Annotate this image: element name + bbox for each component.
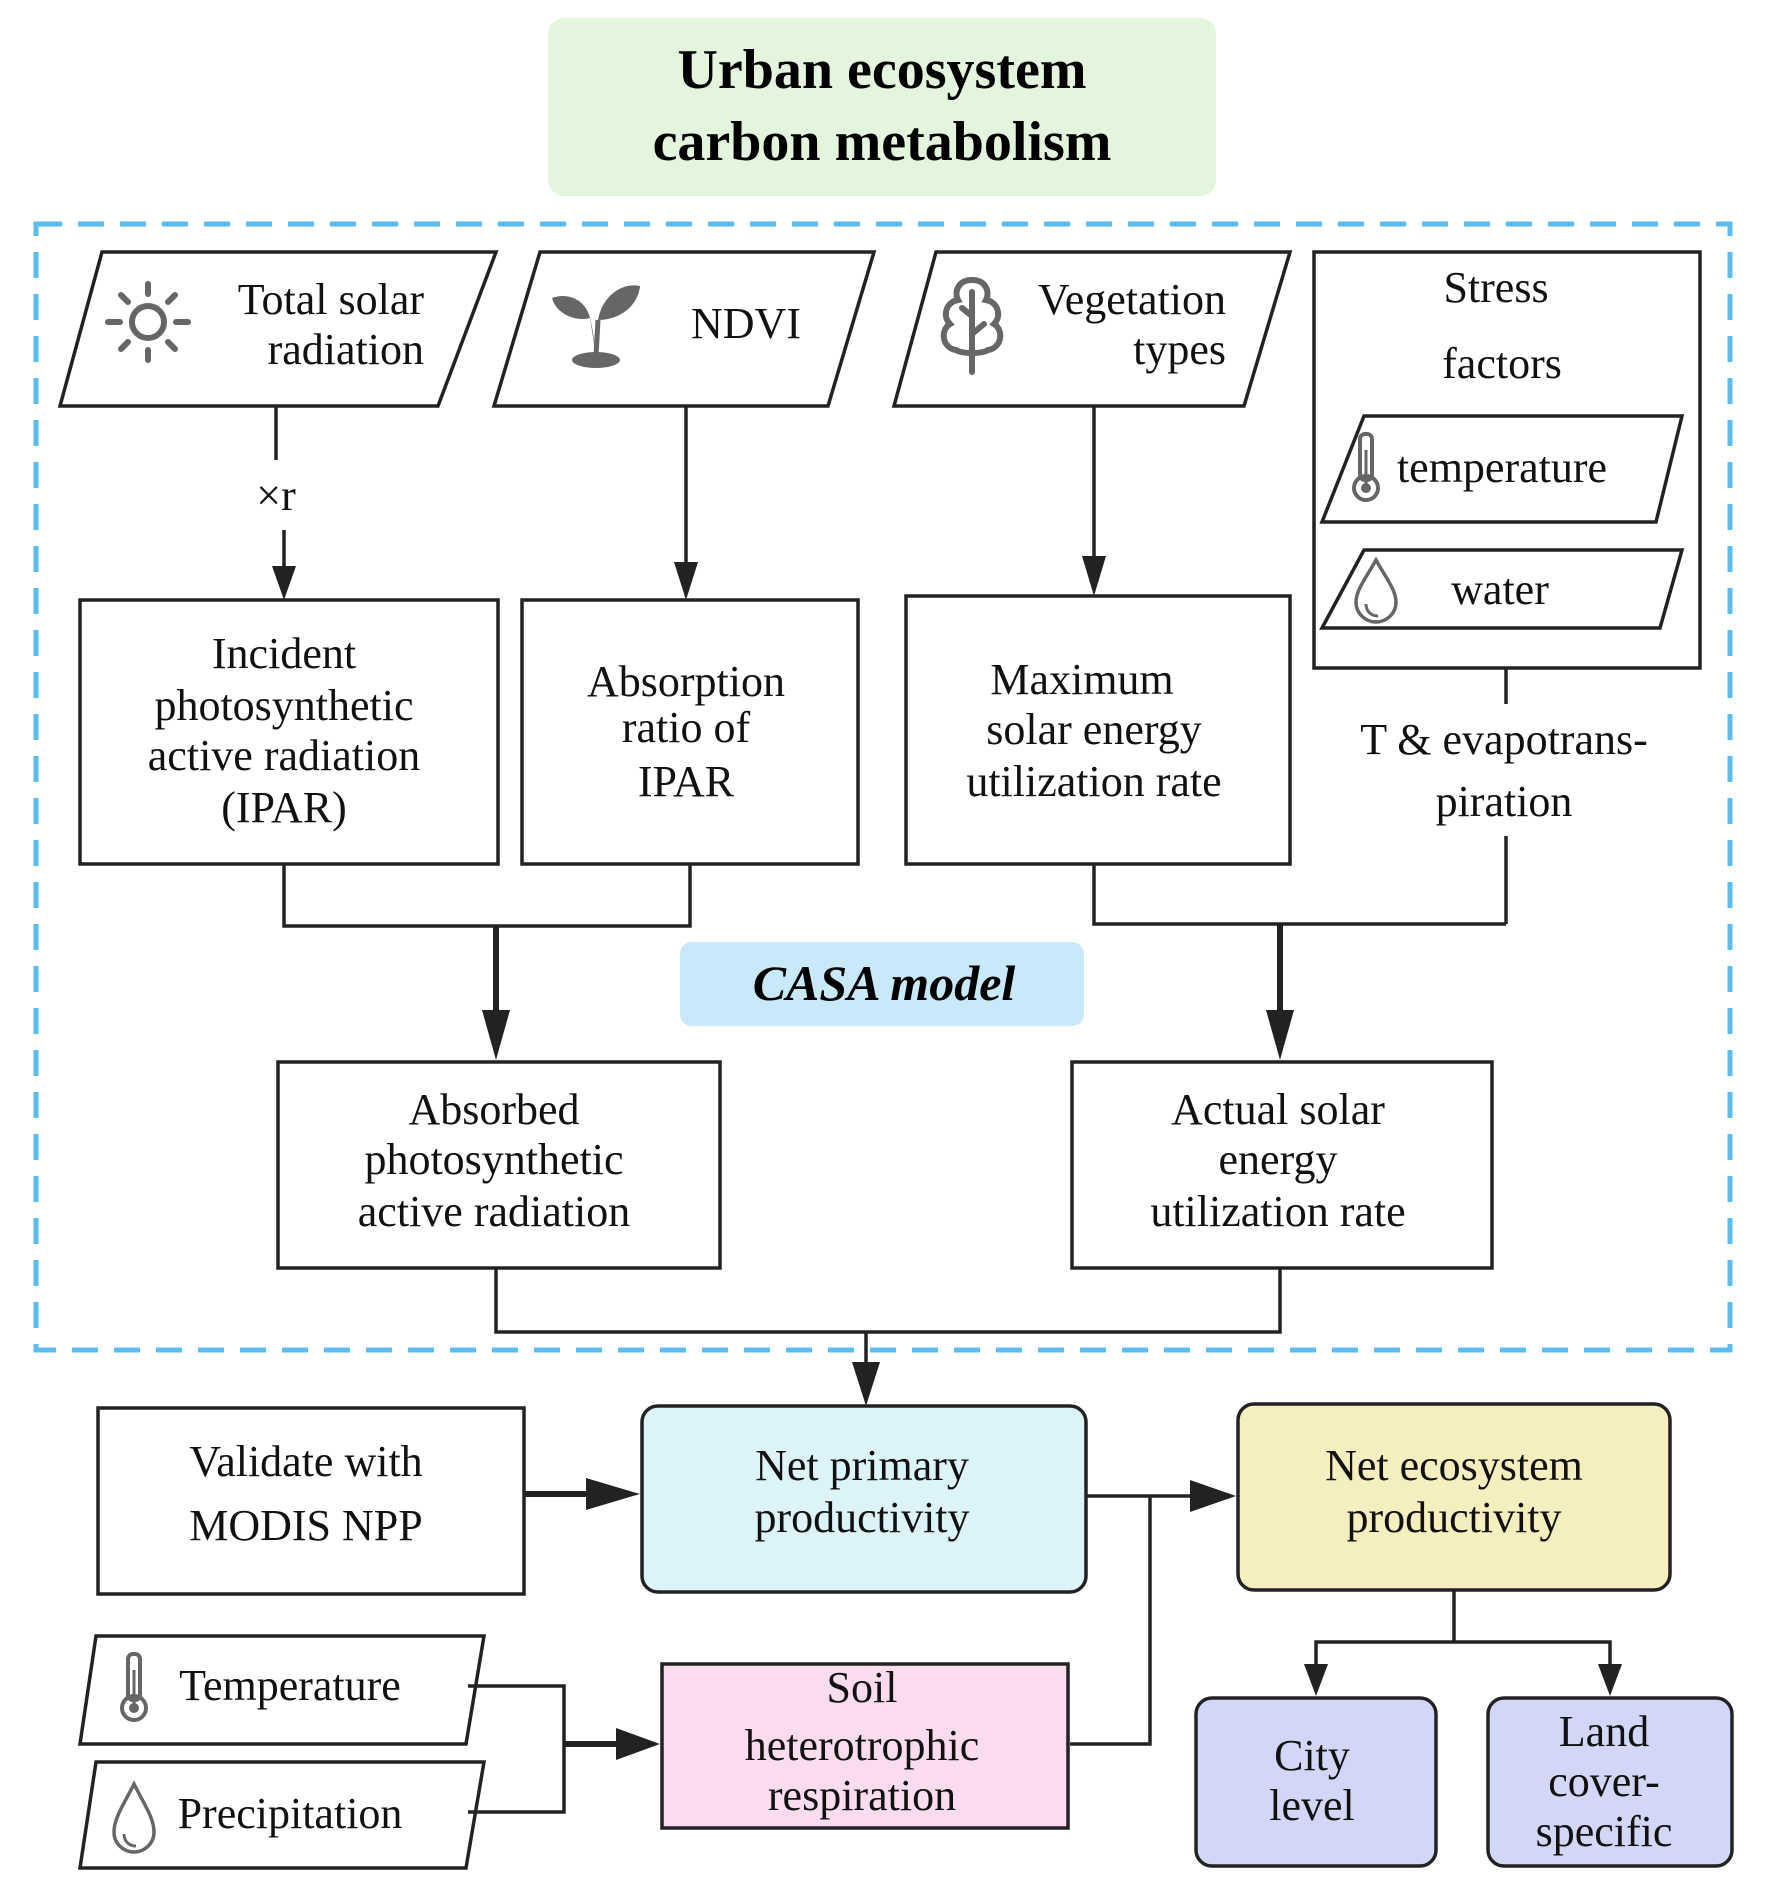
ipar-line-2: photosynthetic — [154, 681, 413, 730]
stress-temperature-label: temperature — [1397, 443, 1607, 492]
connector-nep-split — [1314, 1640, 1612, 1672]
actual-rate-line-3: utilization rate — [1150, 1187, 1405, 1236]
npp-line-2: productivity — [754, 1493, 969, 1542]
validate-line-1: Validate with — [189, 1437, 422, 1486]
ipar-line-1: Incident — [212, 629, 356, 678]
apar-line-3: active radiation — [358, 1187, 630, 1236]
absorption-line-3: IPAR — [638, 757, 735, 806]
land-line-3: specific — [1536, 1807, 1673, 1856]
solar-label-line-2: radiation — [268, 325, 424, 374]
arrow-validate-to-npp — [586, 1478, 640, 1510]
box-net-ecosystem-productivity: Net ecosystem productivity — [1236, 1402, 1672, 1592]
edge-label-xr: ×r — [256, 471, 296, 520]
ipar-line-4: (IPAR) — [221, 783, 347, 832]
water-drop-icon — [1354, 556, 1398, 624]
temperature-label: Temperature — [179, 1661, 401, 1710]
solar-label-line-1: Total solar — [238, 275, 425, 324]
box-absorption-ratio: Absorption ratio of IPAR — [520, 598, 860, 866]
arrow-to-city — [1304, 1664, 1328, 1696]
stress-label-line-1: Stress — [1443, 263, 1548, 312]
npp-line-1: Net primary — [755, 1441, 969, 1490]
box-actual-solar-rate: Actual solar energy utilization rate — [1070, 1060, 1494, 1270]
city-line-1: City — [1274, 1731, 1350, 1780]
arrow-to-nep — [1190, 1480, 1236, 1512]
tree-icon — [940, 276, 1004, 375]
land-line-2: cover- — [1548, 1757, 1659, 1806]
absorption-line-1: Absorption — [587, 657, 785, 706]
arrow-to-soil — [616, 1728, 660, 1760]
casa-region-border — [33, 221, 1733, 1353]
apar-line-1: Absorbed — [408, 1085, 579, 1134]
soil-line-2: heterotrophic — [745, 1721, 980, 1770]
sun-icon — [105, 281, 191, 363]
arrow-to-actual-rate — [1266, 1010, 1294, 1060]
connector-ipar-absorption-merge — [282, 864, 692, 928]
absorption-line-2: ratio of — [622, 703, 751, 752]
thermometer-icon — [120, 1652, 148, 1722]
soil-line-1: Soil — [827, 1663, 898, 1712]
edge-label-t-et-line-1: T & evapotrans- — [1360, 715, 1648, 764]
box-max-solar-rate: Maximum solar energy utilization rate — [904, 594, 1292, 866]
actual-rate-line-2: energy — [1219, 1135, 1338, 1184]
stress-water-input: water — [1319, 548, 1685, 630]
ndvi-label: NDVI — [691, 299, 801, 348]
thermometer-icon — [1352, 432, 1380, 502]
connector-climate-merge — [468, 1684, 566, 1814]
nep-line-1: Net ecosystem — [1325, 1441, 1583, 1490]
input-precipitation: Precipitation — [77, 1760, 487, 1870]
input-total-solar-radiation: Total solar radiation — [57, 250, 499, 408]
title-block: Urban ecosystem carbon metabolism — [548, 18, 1216, 196]
input-vegetation-types: Vegetation types — [891, 250, 1293, 408]
ipar-line-3: active radiation — [148, 731, 420, 780]
veg-label-line-2: types — [1133, 325, 1226, 374]
max-rate-line-3: utilization rate — [966, 757, 1221, 806]
arrow-to-npp — [852, 1362, 880, 1406]
arrow-to-absorption — [674, 562, 698, 600]
stress-water-label: water — [1451, 565, 1549, 614]
stress-temperature-input: temperature — [1319, 414, 1685, 524]
box-net-primary-productivity: Net primary productivity — [640, 1404, 1088, 1594]
edge-label-t-et-line-2: piration — [1436, 777, 1573, 826]
arrow-to-land-cover — [1598, 1664, 1622, 1696]
soil-line-3: respiration — [768, 1771, 956, 1820]
arrow-to-apar — [482, 1010, 510, 1060]
arrow-to-ipar — [272, 566, 296, 600]
box-land-cover-specific: Land cover- specific — [1486, 1696, 1734, 1868]
box-validate-modis: Validate with MODIS NPP — [96, 1406, 526, 1596]
veg-label-line-1: Vegetation — [1038, 275, 1226, 324]
title-line-1: Urban ecosystem — [677, 39, 1086, 101]
input-ndvi: NDVI — [491, 250, 877, 408]
arrow-to-max-rate — [1082, 556, 1106, 596]
stress-factors-group: Stress factors temperature water — [1312, 250, 1702, 670]
sprout-icon — [552, 285, 640, 368]
box-soil-heterotrophic-respiration: Soil heterotrophic respiration — [660, 1662, 1070, 1830]
connector-soil-to-nep — [1070, 1496, 1152, 1746]
box-apar: Absorbed photosynthetic active radiation — [276, 1060, 722, 1270]
casa-model-label: CASA model — [753, 955, 1016, 1011]
nep-line-2: productivity — [1346, 1493, 1561, 1542]
actual-rate-line-1: Actual solar — [1171, 1085, 1385, 1134]
box-ipar: Incident photosynthetic active radiation… — [78, 598, 500, 866]
city-line-2: level — [1269, 1781, 1355, 1830]
max-rate-line-2: solar energy — [986, 705, 1201, 754]
connector-apar-actual-merge — [494, 1268, 1282, 1334]
title-background — [548, 18, 1216, 196]
land-line-1: Land — [1559, 1707, 1649, 1756]
box-city-level: City level — [1194, 1696, 1438, 1868]
apar-line-2: photosynthetic — [364, 1135, 623, 1184]
validate-line-2: MODIS NPP — [189, 1501, 423, 1550]
precipitation-label: Precipitation — [178, 1789, 403, 1838]
water-drop-icon — [112, 1780, 156, 1854]
input-temperature: Temperature — [77, 1634, 487, 1746]
max-rate-line-1: Maximum — [990, 655, 1173, 704]
connector-max-stress-merge — [1092, 864, 1506, 926]
casa-model-badge: CASA model — [680, 942, 1084, 1026]
title-line-2: carbon metabolism — [653, 111, 1112, 173]
stress-label-line-2: factors — [1442, 339, 1562, 388]
